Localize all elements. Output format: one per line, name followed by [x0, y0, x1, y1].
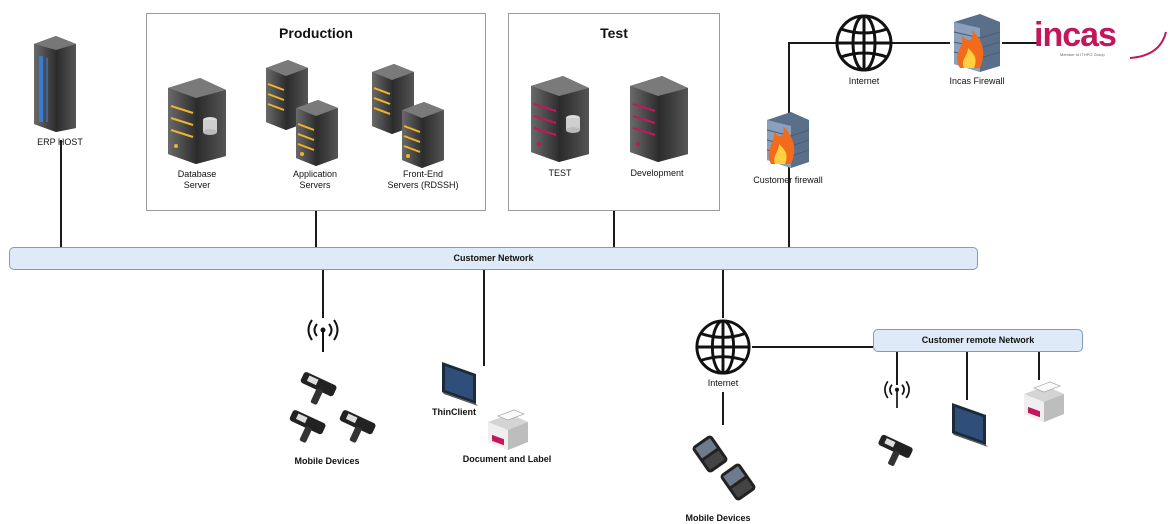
development-server-icon	[628, 76, 690, 162]
wifi-access-point-icon	[882, 378, 912, 408]
line-customer-firewall	[788, 42, 836, 247]
internet-globe-icon	[694, 318, 752, 376]
development-server-label: Development	[630, 168, 684, 178]
mobile-devices-right-label: Mobile Devices	[685, 513, 751, 523]
internet-top-label: Internet	[848, 76, 880, 86]
database-server-icon	[166, 78, 228, 164]
internet-globe-icon	[834, 13, 894, 73]
printer-icon	[484, 406, 532, 450]
incas-logo: incas Member of ITHPG Group	[1034, 18, 1168, 62]
test-title: Test	[600, 25, 628, 41]
application-servers-label: Application Servers	[292, 169, 338, 190]
application-servers-icon	[264, 60, 342, 166]
customer-firewall-icon	[763, 112, 813, 168]
erp-host-icon	[30, 36, 80, 132]
incas-firewall-icon	[950, 14, 1004, 72]
smartphone-icon	[690, 434, 730, 474]
customer-remote-network: Customer remote Network	[873, 329, 1083, 352]
printer-icon	[1020, 378, 1068, 422]
internet-bottom-label: Internet	[707, 378, 739, 388]
incas-firewall-label: Incas Firewall	[949, 76, 1005, 86]
document-label-label: Document and Label	[462, 454, 552, 464]
database-server-label: Database Server	[177, 169, 217, 190]
monitor-icon	[950, 400, 990, 448]
handheld-scanner-icon	[872, 434, 916, 470]
production-title: Production	[279, 25, 353, 41]
erp-host-label: ERP HOST	[37, 137, 83, 147]
mobile-devices-left-label: Mobile Devices	[294, 456, 360, 466]
customer-network: Customer Network	[9, 247, 978, 270]
frontend-servers-label: Front-End Servers (RDSSH)	[387, 169, 459, 190]
handheld-scanner-icon	[333, 410, 379, 446]
wifi-access-point-icon	[306, 316, 340, 352]
incas-logo-text: incas	[1034, 16, 1117, 54]
smartphone-icon	[718, 462, 758, 502]
test-server-icon	[529, 76, 591, 162]
thin-client-label: ThinClient	[432, 407, 476, 417]
handheld-scanner-icon	[283, 410, 329, 446]
handheld-scanner-icon	[294, 372, 340, 408]
monitor-icon	[440, 360, 480, 406]
customer-firewall-label: Customer firewall	[753, 175, 823, 185]
frontend-servers-icon	[370, 64, 448, 168]
test-server-label: TEST	[548, 168, 572, 178]
incas-logo-tagline: Member of ITHPG Group	[1060, 52, 1105, 57]
